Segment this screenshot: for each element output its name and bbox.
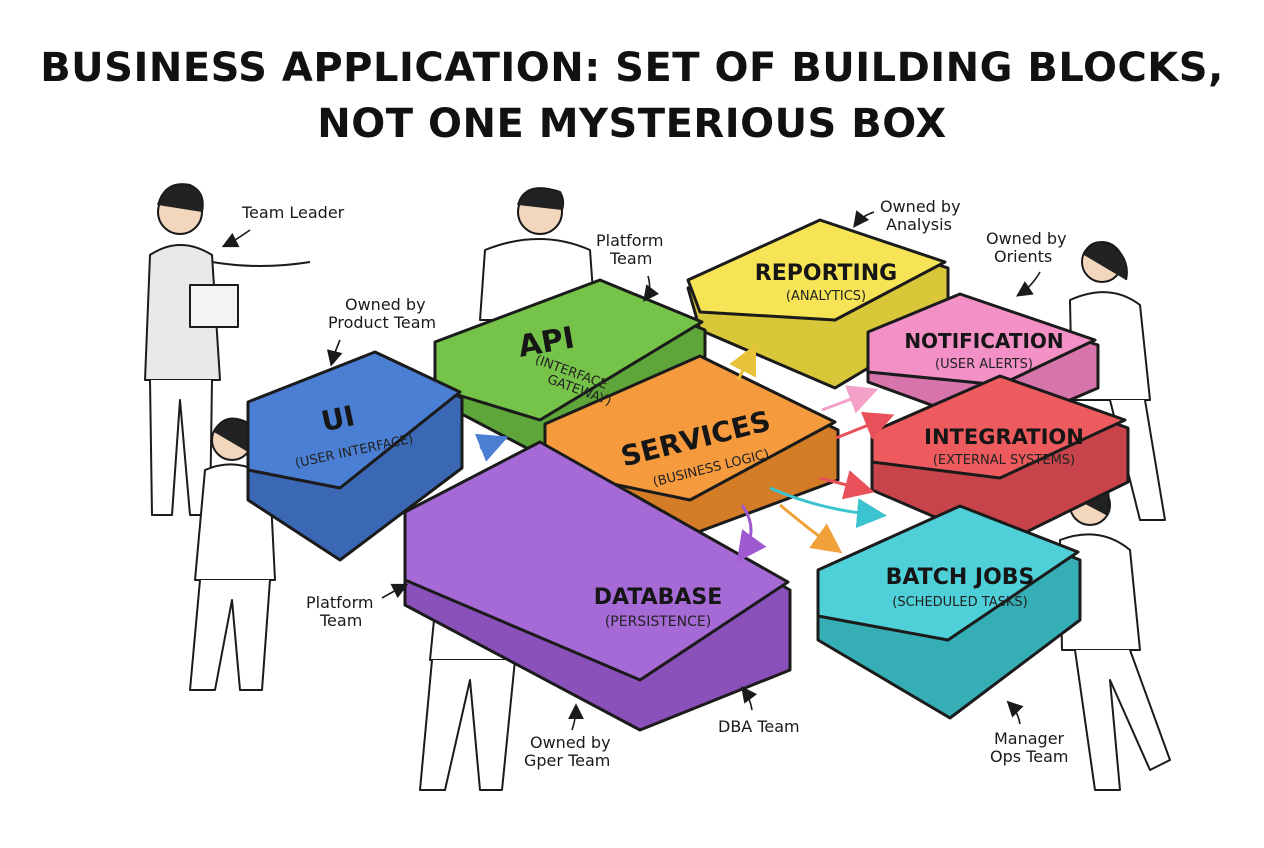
annotation-owned-gper-2: Gper Team xyxy=(524,751,610,770)
ui-top xyxy=(246,350,462,490)
annotations: Team Leader Owned by Product Team Platfo… xyxy=(221,197,1068,770)
annotation-owned-analysis-2: Analysis xyxy=(886,215,952,234)
annotation-dba-team: DBA Team xyxy=(718,717,800,736)
arrow-services-database xyxy=(736,504,767,563)
annotation-owned-orients-1: Owned by xyxy=(986,229,1067,248)
integration-top xyxy=(870,374,1127,480)
annotation-owned-analysis-1: Owned by xyxy=(880,197,961,216)
arrow-services-batch-1 xyxy=(769,486,887,529)
integration-subtitle: (EXTERNAL SYSTEMS) xyxy=(933,453,1075,468)
annotation-platform-top-1: Platform xyxy=(596,231,663,250)
ui-title: UI xyxy=(318,399,357,438)
arrow-services-integration-1 xyxy=(835,411,895,440)
block-ui[interactable] xyxy=(246,350,464,562)
annotation-team-leader: Team Leader xyxy=(241,203,345,222)
integration-title: INTEGRATION xyxy=(924,425,1084,449)
arrow-services-reporting xyxy=(729,343,757,381)
block-batch-jobs[interactable] xyxy=(816,504,1082,720)
arrow-services-batch-2 xyxy=(779,503,843,554)
arrow-services-notification xyxy=(821,385,879,414)
batch-subtitle: (SCHEDULED TASKS) xyxy=(892,595,1027,610)
annotation-owned-gper-1: Owned by xyxy=(530,733,611,752)
block-database[interactable] xyxy=(403,440,792,732)
annotation-platform-left-1: Platform xyxy=(306,593,373,612)
notification-subtitle: (USER ALERTS) xyxy=(935,357,1033,372)
reporting-title: REPORTING xyxy=(755,261,897,286)
notification-title: NOTIFICATION xyxy=(904,329,1063,353)
reporting-subtitle: (ANALYTICS) xyxy=(786,289,866,304)
database-title: DATABASE xyxy=(594,585,723,610)
page-title: BUSINESS APPLICATION: SET OF BUILDING BL… xyxy=(0,40,1264,152)
notification-top xyxy=(866,292,1097,387)
annotation-platform-top-2: Team xyxy=(609,249,652,268)
annotation-owned-product-1: Owned by xyxy=(345,295,426,314)
title-line-1: BUSINESS APPLICATION: SET OF BUILDING BL… xyxy=(40,45,1224,91)
batch-top xyxy=(816,504,1080,642)
annotation-owned-orients-2: Orients xyxy=(994,247,1052,266)
arrow-services-integration-2 xyxy=(819,470,875,500)
batch-title: BATCH JOBS xyxy=(886,565,1035,590)
arrow-ui-services xyxy=(474,433,509,462)
reporting-top xyxy=(686,218,947,322)
person-team-leader xyxy=(144,183,311,516)
person-right-bottom xyxy=(1059,484,1171,791)
database-subtitle: (PERSISTENCE) xyxy=(605,614,711,630)
block-integration[interactable] xyxy=(870,374,1130,547)
annotation-manager-ops-2: Ops Team xyxy=(990,747,1068,766)
title-line-2: NOT ONE MYSTERIOUS BOX xyxy=(317,101,947,147)
connector-arrows xyxy=(474,343,895,563)
database-top xyxy=(403,440,790,682)
annotation-owned-product-2: Product Team xyxy=(328,313,436,332)
annotation-platform-left-2: Team xyxy=(319,611,362,630)
annotation-manager-ops-1: Manager xyxy=(994,729,1065,748)
